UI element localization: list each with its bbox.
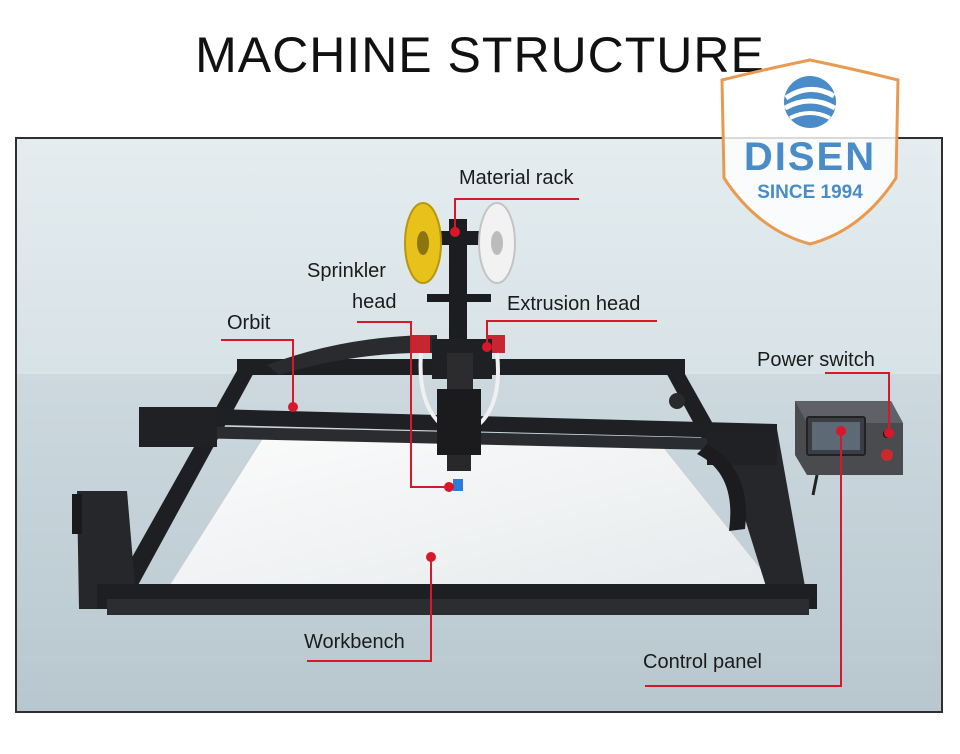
label-workbench: Workbench xyxy=(304,631,405,653)
logo-brand: DISEN xyxy=(744,135,876,179)
nozzle xyxy=(453,479,463,491)
label-sprinkler-head-line2: head xyxy=(352,291,397,313)
material-rack xyxy=(404,202,516,389)
leader-orbit xyxy=(221,339,294,407)
print-head-assembly xyxy=(412,335,505,491)
control-box xyxy=(795,401,903,496)
page-title: MACHINE STRUCTURE xyxy=(195,27,765,83)
leader-power-switch xyxy=(825,372,890,433)
label-extrusion-head: Extrusion head xyxy=(507,293,641,315)
leader-dots xyxy=(288,227,894,562)
label-material-rack: Material rack xyxy=(459,167,574,189)
label-orbit: Orbit xyxy=(227,312,271,334)
disen-logo-watermark: DISEN SINCE 1994 xyxy=(720,58,900,246)
leader-workbench xyxy=(307,557,432,662)
printer-illustration xyxy=(17,198,941,711)
leader-control-panel xyxy=(645,431,842,687)
front-frame xyxy=(97,584,817,615)
label-control-panel: Control panel xyxy=(643,651,762,673)
drag-chain xyxy=(697,444,746,531)
leader-material-rack xyxy=(454,198,579,232)
label-power-switch: Power switch xyxy=(757,349,875,371)
logo-tagline: SINCE 1994 xyxy=(757,182,863,203)
leader-lines xyxy=(221,198,890,687)
label-sprinkler-head-line1: Sprinkler xyxy=(307,260,386,282)
leader-sprinkler-head xyxy=(357,321,449,488)
globe-icon xyxy=(783,76,837,128)
leader-extrusion-head xyxy=(486,320,657,347)
